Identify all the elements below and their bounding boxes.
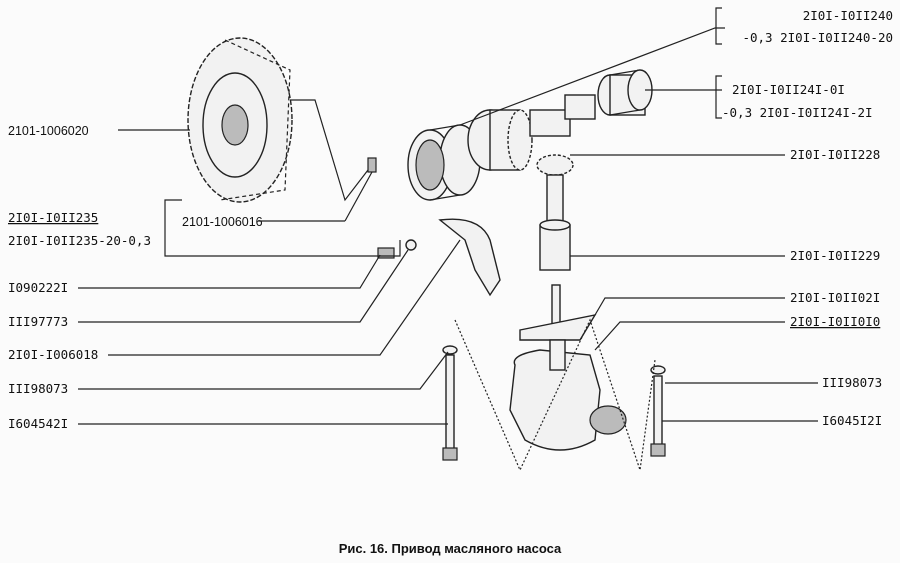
label-bolt: I090222I [8, 280, 68, 295]
label-gear: 2I0I-I0II228 [790, 147, 880, 162]
label-shaft-a: 2I0I-I0II235 [8, 210, 98, 225]
label-bolt-right: I6045I2I [822, 413, 882, 428]
label-washer: III97773 [8, 314, 68, 329]
label-sprocket: 2101-1006020 [8, 124, 89, 138]
assembly-path-line [454, 318, 656, 472]
label-bushing2-b: -0,3 2I0I-I0II24I-2I [722, 105, 873, 120]
figure-caption: Рис. 16. Привод масляного насоса [339, 541, 562, 556]
key-part [367, 157, 377, 173]
label-washer2: III98073 [8, 381, 68, 396]
sprocket-part [187, 37, 293, 203]
label-key: 2101-1006016 [182, 215, 263, 229]
washer-part [405, 239, 417, 251]
label-bracket: 2I0I-I006018 [8, 347, 98, 362]
label-shaft-b: 2I0I-I0II235-20-0,3 [8, 233, 151, 248]
oil-pump-part [509, 284, 627, 451]
gear-part [536, 154, 574, 271]
long-bolt-right [650, 365, 666, 457]
label-bushing2-a: 2I0I-I0II24I-0I [732, 82, 845, 97]
long-bolt-left [442, 345, 458, 461]
leader-lines [78, 7, 818, 425]
label-bushing-b: -0,3 2I0I-I0II240-20 [742, 30, 893, 45]
leader-line [290, 99, 369, 202]
bracket-part [438, 218, 501, 297]
label-gasket: 2I0I-I0II02I [790, 290, 880, 305]
label-drive-shaft: 2I0I-I0II229 [790, 248, 880, 263]
label-washer-right: III98073 [822, 375, 882, 390]
label-pump: 2I0I-I0II0I0 [790, 314, 880, 329]
label-bolt2: I604542I [8, 416, 68, 431]
intermediate-shaft-part [467, 94, 596, 171]
bushing2-part [597, 69, 653, 116]
label-bushing-a: 2I0I-I0II240 [803, 8, 893, 23]
bolt-part [377, 247, 395, 259]
